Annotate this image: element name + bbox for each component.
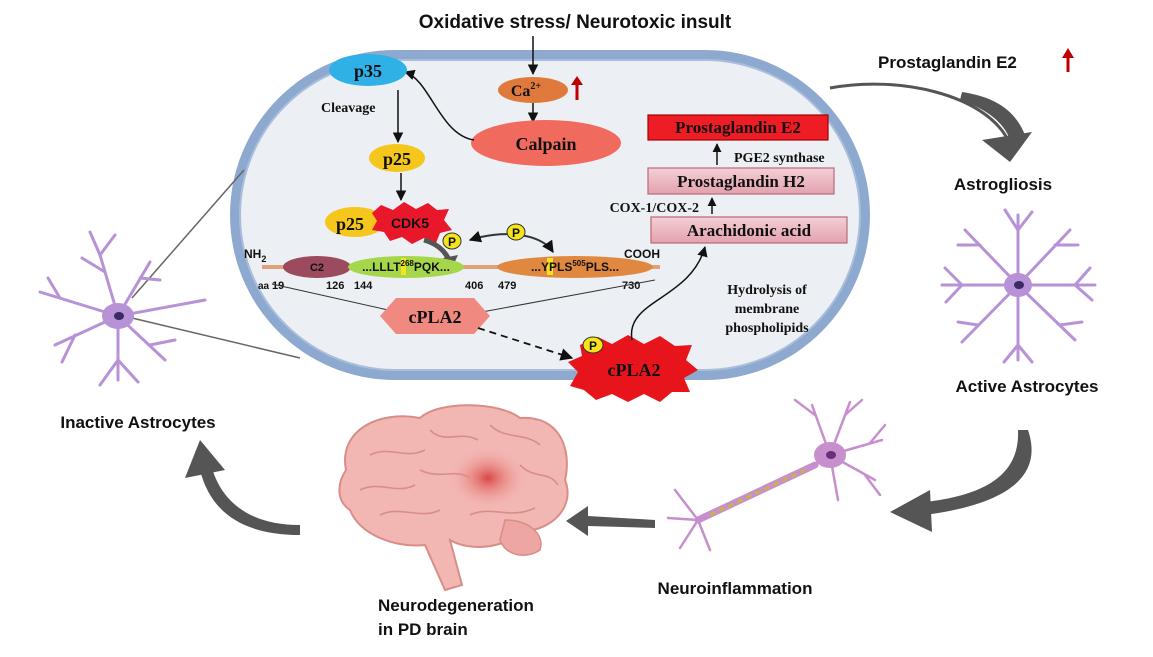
- hydrolysis-line-2: membrane: [735, 302, 800, 317]
- inactive-astrocyte-icon: [38, 230, 207, 387]
- hydrolysis-line-3: phospholipids: [725, 321, 809, 336]
- calcium-node: Ca2+: [498, 76, 583, 103]
- zoom-line-top: [131, 169, 245, 299]
- svg-text:p35: p35: [354, 61, 382, 81]
- pge2-release-label: Prostaglandin E2: [878, 48, 1074, 72]
- svg-text:P: P: [512, 226, 520, 240]
- cpla2-span-right: [481, 279, 656, 313]
- phospho-p-badge-2: P: [506, 223, 526, 241]
- cpla2-span-left: [271, 283, 389, 311]
- svg-text:Prostaglandin E2: Prostaglandin E2: [675, 118, 801, 137]
- cdk5-star: [372, 202, 452, 244]
- p25-cdk5-complex: p25 CDK5: [325, 202, 452, 244]
- pge2-up-arrow-icon: [1062, 48, 1074, 72]
- site-t268-highlight: [401, 258, 406, 275]
- cpla2-inactive-node: cPLA2: [380, 298, 490, 334]
- pos-126: 126: [326, 280, 344, 292]
- insult-label: Oxidative stress/ Neurotoxic insult: [419, 12, 732, 33]
- pgh2-box: Prostaglandin H2: [647, 167, 835, 195]
- svg-text:Prostaglandin E2: Prostaglandin E2: [878, 53, 1017, 72]
- active-astrocyte-icon: [940, 208, 1097, 364]
- pos-406: 406: [465, 280, 483, 292]
- svg-text:p25: p25: [336, 214, 364, 234]
- cpla2-phospho-p-badge: P: [582, 336, 604, 354]
- cox-label: COX-1/COX-2: [610, 201, 699, 216]
- svg-text:Calpain: Calpain: [515, 134, 576, 154]
- p35-node: p35: [329, 54, 407, 86]
- active-astrocytes-label: Active Astrocytes: [956, 377, 1099, 396]
- pos-730: 730: [622, 280, 640, 292]
- neurodegeneration-line-2: in PD brain: [378, 620, 468, 639]
- svg-text:cPLA2: cPLA2: [409, 307, 462, 327]
- neuron-icon: [666, 398, 887, 552]
- inactive-astrocytes-label: Inactive Astrocytes: [60, 413, 215, 432]
- svg-text:CDK5: CDK5: [391, 215, 429, 231]
- pos-144: 144: [354, 280, 373, 292]
- svg-text:P: P: [448, 235, 456, 249]
- p25-node: p25: [369, 144, 425, 172]
- hydrolysis-arrow: [630, 245, 708, 341]
- svg-text:cPLA2: cPLA2: [608, 360, 661, 380]
- svg-text:Ca2+: Ca2+: [511, 81, 542, 100]
- site-s505-highlight: [547, 258, 553, 275]
- arrow-brain-to-inactive: [185, 440, 300, 535]
- svg-text:Prostaglandin H2: Prostaglandin H2: [677, 172, 805, 191]
- cpla2-active-node: cPLA2: [568, 335, 698, 402]
- svg-text:P: P: [589, 339, 597, 353]
- zoom-line-bottom: [131, 317, 301, 359]
- calpain-to-p35-arrow: [404, 69, 475, 141]
- nh2-label: NH2: [244, 247, 266, 264]
- brain-icon: [338, 404, 569, 592]
- svg-text:...YPLS505PLS...: ...YPLS505PLS...: [531, 259, 619, 274]
- pos-19: 19: [272, 280, 284, 292]
- arachidonic-acid-box: Arachidonic acid: [650, 216, 848, 244]
- calcium-up-arrow-icon: [571, 76, 583, 100]
- c2-domain: [283, 256, 351, 278]
- arrow-cell-to-astrogliosis: [829, 82, 1032, 162]
- cleavage-label: Cleavage: [321, 101, 375, 116]
- neuroinflammation-label: Neuroinflammation: [658, 579, 813, 598]
- cooh-label: COOH: [624, 247, 660, 261]
- phospho-p-badge-1: P: [442, 232, 462, 250]
- pos-479: 479: [498, 280, 516, 292]
- hydrolysis-line-1: Hydrolysis of: [727, 283, 807, 298]
- aa-label: aa: [258, 281, 270, 292]
- svg-text:C2: C2: [310, 262, 324, 274]
- cpla2-domain-map: NH2 C2 ...LLLT268PQK... ...YPLS505PLS...…: [244, 247, 660, 292]
- arrow-neuron-to-brain: [566, 506, 655, 536]
- cpla2-activation-arrow: [477, 327, 574, 361]
- pge2-box: Prostaglandin E2: [647, 114, 829, 141]
- svg-text:...LLLT268PQK...: ...LLLT268PQK...: [362, 259, 450, 274]
- svg-text:Arachidonic acid: Arachidonic acid: [687, 221, 812, 240]
- neurodegeneration-line-1: Neurodegeneration: [378, 596, 534, 615]
- domain-segment-2: [497, 256, 653, 278]
- svg-text:p25: p25: [383, 149, 411, 169]
- arrow-astrocytes-to-neuron: [890, 430, 1032, 532]
- astrogliosis-label: Astrogliosis: [954, 175, 1052, 194]
- pge2-synthase-label: PGE2 synthase: [734, 151, 825, 166]
- calpain-node: Calpain: [471, 120, 621, 166]
